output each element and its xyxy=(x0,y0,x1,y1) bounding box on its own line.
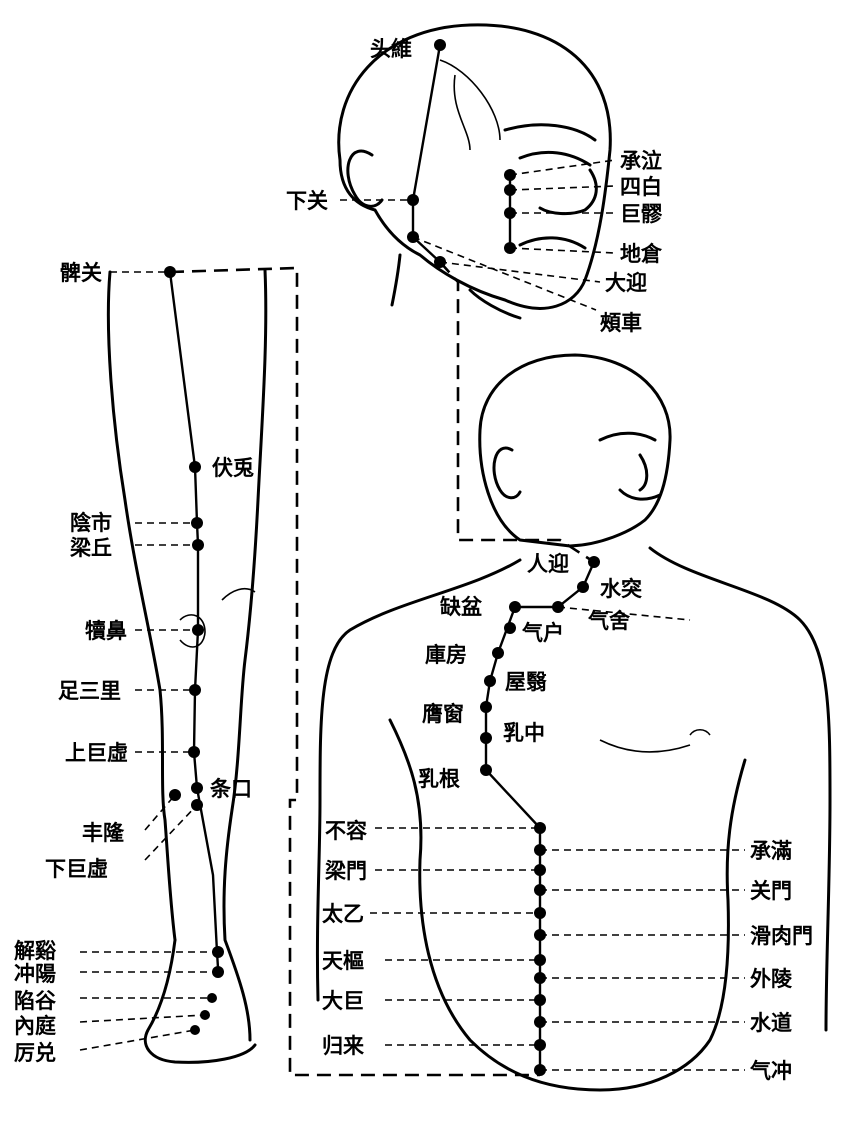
label-renying: 人迎 xyxy=(527,553,569,574)
point-touwei[interactable] xyxy=(434,39,446,51)
point-qihu[interactable] xyxy=(504,622,516,634)
label-futu: 伏兎 xyxy=(212,457,254,478)
label-liangmen: 梁門 xyxy=(325,860,367,881)
label-dicang: 地倉 xyxy=(620,243,662,264)
label-shangjuxu: 上巨虛 xyxy=(65,742,128,763)
label-yinshi: 陰市 xyxy=(70,512,112,533)
label-fenglong: 丰隆 xyxy=(82,822,124,843)
head-eye xyxy=(520,152,590,165)
point-biguan[interactable] xyxy=(164,266,176,278)
point-kufang[interactable] xyxy=(492,647,504,659)
label-tiaokou: 条口 xyxy=(210,778,252,799)
leader-lines xyxy=(80,160,745,1070)
point-ruzhong[interactable] xyxy=(480,732,492,744)
label-qichong: 气冲 xyxy=(750,1060,792,1081)
label-xiangu: 陷谷 xyxy=(14,990,56,1011)
label-qihu: 气户 xyxy=(522,622,564,643)
label-quepen: 缺盆 xyxy=(440,596,482,617)
label-rugen: 乳根 xyxy=(418,768,460,789)
label-tianshu: 天樞 xyxy=(322,950,364,971)
leg-knee-detail xyxy=(180,589,255,647)
label-huaroumen: 滑肉門 xyxy=(750,925,813,946)
label-kufang: 庫房 xyxy=(425,644,467,665)
torso-head-outline xyxy=(480,355,670,546)
label-chengqi: 承泣 xyxy=(620,150,662,171)
label-lidui: 厉兑 xyxy=(14,1042,56,1063)
label-shuitu: 水突 xyxy=(600,578,642,599)
label-yingchuang: 膺窗 xyxy=(422,703,464,724)
head-mouth xyxy=(520,238,585,248)
head-figure xyxy=(339,25,611,318)
head-nose xyxy=(540,170,596,214)
label-jiache: 頰車 xyxy=(600,312,642,333)
label-shuidao: 水道 xyxy=(750,1012,792,1033)
point-tiaokou[interactable] xyxy=(191,782,203,794)
label-liangqiu: 梁丘 xyxy=(70,537,112,558)
label-chengman: 承滿 xyxy=(750,840,792,861)
label-xiaguan: 下关 xyxy=(286,190,328,211)
head-hairline xyxy=(440,60,500,150)
point-xiangu[interactable] xyxy=(207,993,217,1003)
label-juliao: 巨髎 xyxy=(620,203,662,224)
label-neiting: 內庭 xyxy=(14,1015,56,1036)
label-guanmen: 关門 xyxy=(750,880,792,901)
leg-foot xyxy=(145,940,255,1062)
point-shuitu[interactable] xyxy=(577,581,589,593)
label-touwei: 头維 xyxy=(370,38,412,59)
label-burong: 不容 xyxy=(325,820,367,841)
point-yingchuang[interactable] xyxy=(480,701,492,713)
head-eyebrow xyxy=(505,125,595,140)
point-quepen[interactable] xyxy=(509,601,521,613)
point-rugen[interactable] xyxy=(480,764,492,776)
label-ruzhong: 乳中 xyxy=(503,722,545,743)
meridian-head-line xyxy=(413,45,440,262)
torso-ear xyxy=(494,448,520,498)
torso-face xyxy=(600,433,660,499)
label-daju: 大巨 xyxy=(322,990,364,1011)
label-dubi: 犢鼻 xyxy=(85,620,127,641)
torso-chest-detail xyxy=(600,730,710,752)
point-wuyi[interactable] xyxy=(484,675,496,687)
label-zusanli: 足三里 xyxy=(58,680,121,701)
label-qishe: 气舍 xyxy=(588,610,630,631)
label-daying: 大迎 xyxy=(605,272,647,293)
point-renying[interactable] xyxy=(588,556,600,568)
label-wuyi: 屋翳 xyxy=(505,671,547,692)
label-xiajuxu: 下巨虛 xyxy=(45,858,108,879)
meridian-leg-line xyxy=(170,272,218,968)
label-chongyang: 冲陽 xyxy=(14,963,56,984)
label-biguan: 髀关 xyxy=(60,262,102,283)
point-futu[interactable] xyxy=(189,461,201,473)
leg-outline-inner xyxy=(224,270,266,1040)
label-jiexi: 解谿 xyxy=(14,940,56,961)
label-sibai: 四白 xyxy=(620,176,662,197)
meridian-connector-head-neck xyxy=(440,262,594,562)
torso-shoulders xyxy=(317,548,830,1030)
label-taiyi: 太乙 xyxy=(322,903,364,924)
leg-figure xyxy=(108,270,265,1062)
point-zusanli[interactable] xyxy=(189,684,201,696)
label-wailing: 外陵 xyxy=(750,968,792,989)
label-guilai: 归来 xyxy=(322,1035,364,1056)
